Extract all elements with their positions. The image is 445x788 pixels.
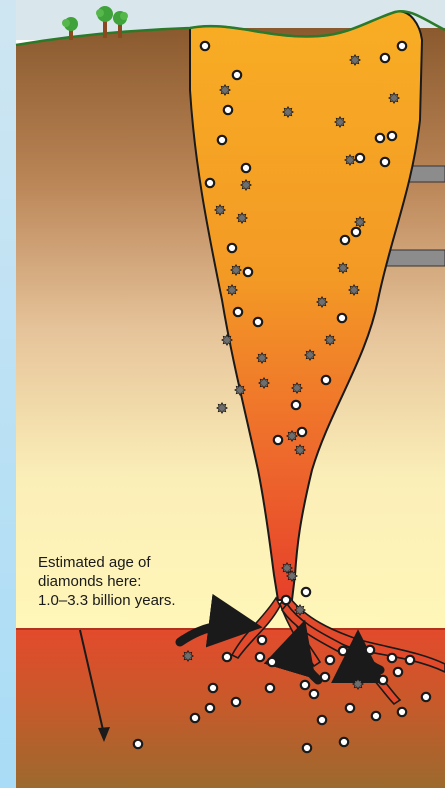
diamond-marker <box>298 428 306 436</box>
xenolith-marker <box>227 285 237 295</box>
diamond-marker <box>394 668 402 676</box>
diamond-marker <box>302 588 310 596</box>
diamond-marker <box>256 653 264 661</box>
diamond-marker <box>206 179 214 187</box>
diamond-marker <box>244 268 252 276</box>
diamond-marker <box>234 308 242 316</box>
annotation-line: diamonds here: <box>38 572 258 591</box>
diamond-marker <box>322 376 330 384</box>
annotation-line: Estimated age of <box>38 553 258 572</box>
diamond-marker <box>233 71 241 79</box>
diamond-marker <box>282 596 290 604</box>
xenolith-marker <box>287 431 297 441</box>
xenolith-marker <box>389 93 399 103</box>
diamond-marker <box>223 653 231 661</box>
xenolith-marker <box>338 263 348 273</box>
diamond-marker <box>321 673 329 681</box>
diamond-marker <box>191 714 199 722</box>
diamond-marker <box>206 704 214 712</box>
diamond-marker <box>381 54 389 62</box>
diamond-marker <box>303 744 311 752</box>
diamond-marker <box>232 698 240 706</box>
xenolith-marker <box>287 571 297 581</box>
xenolith-marker <box>349 285 359 295</box>
diamond-marker <box>274 436 282 444</box>
xenolith-marker <box>317 297 327 307</box>
diamond-marker <box>326 656 334 664</box>
diamond-marker <box>356 154 364 162</box>
diamond-marker <box>318 716 326 724</box>
diamond-marker <box>372 712 380 720</box>
diamond-marker <box>422 693 430 701</box>
diamond-marker <box>292 401 300 409</box>
diamond-marker <box>338 314 346 322</box>
diamond-age-annotation: Estimated age of diamonds here: 1.0–3.3 … <box>38 553 258 610</box>
diamond-marker <box>224 106 232 114</box>
diamond-marker <box>266 684 274 692</box>
xenolith-marker <box>217 403 227 413</box>
diamond-marker <box>352 228 360 236</box>
diamond-marker <box>376 134 384 142</box>
diamond-marker <box>381 158 389 166</box>
diamond-marker <box>398 708 406 716</box>
xenolith-marker <box>295 445 305 455</box>
diamond-marker <box>242 164 250 172</box>
xenolith-marker <box>220 85 230 95</box>
diamond-marker <box>406 656 414 664</box>
diamond-marker <box>209 684 217 692</box>
annotation-line: 1.0–3.3 billion years. <box>38 591 258 610</box>
xenolith-marker <box>235 385 245 395</box>
diamond-marker <box>301 681 309 689</box>
diamond-marker <box>388 132 396 140</box>
diamond-marker <box>258 636 266 644</box>
xenolith-marker <box>350 55 360 65</box>
diamond-marker <box>398 42 406 50</box>
xenolith-marker <box>325 335 335 345</box>
xenolith-marker <box>183 651 193 661</box>
xenolith-marker <box>215 205 225 215</box>
xenolith-marker <box>305 350 315 360</box>
diamond-marker <box>218 136 226 144</box>
diamond-marker <box>388 654 396 662</box>
diamond-marker <box>341 236 349 244</box>
xenolith-marker <box>237 213 247 223</box>
xenolith-marker <box>292 383 302 393</box>
xenolith-marker <box>345 155 355 165</box>
diamond-marker <box>201 42 209 50</box>
xenolith-marker <box>241 180 251 190</box>
xenolith-marker <box>355 217 365 227</box>
diamond-marker <box>228 244 236 252</box>
diamond-marker <box>134 740 142 748</box>
diamond-marker <box>254 318 262 326</box>
xenolith-marker <box>222 335 232 345</box>
xenolith-marker <box>259 378 269 388</box>
diamond-marker <box>366 646 374 654</box>
sky-strip <box>0 0 16 788</box>
xenolith-marker <box>231 265 241 275</box>
diamond-marker <box>310 690 318 698</box>
diamond-marker <box>379 676 387 684</box>
xenolith-marker <box>282 563 292 573</box>
xenolith-marker <box>257 353 267 363</box>
diamond-marker <box>340 738 348 746</box>
xenolith-marker <box>283 107 293 117</box>
diamond-marker <box>346 704 354 712</box>
xenolith-marker <box>335 117 345 127</box>
diamond-marker <box>339 647 347 655</box>
xenolith-marker <box>353 679 363 689</box>
diamond-marker <box>268 658 276 666</box>
xenolith-marker <box>295 605 305 615</box>
